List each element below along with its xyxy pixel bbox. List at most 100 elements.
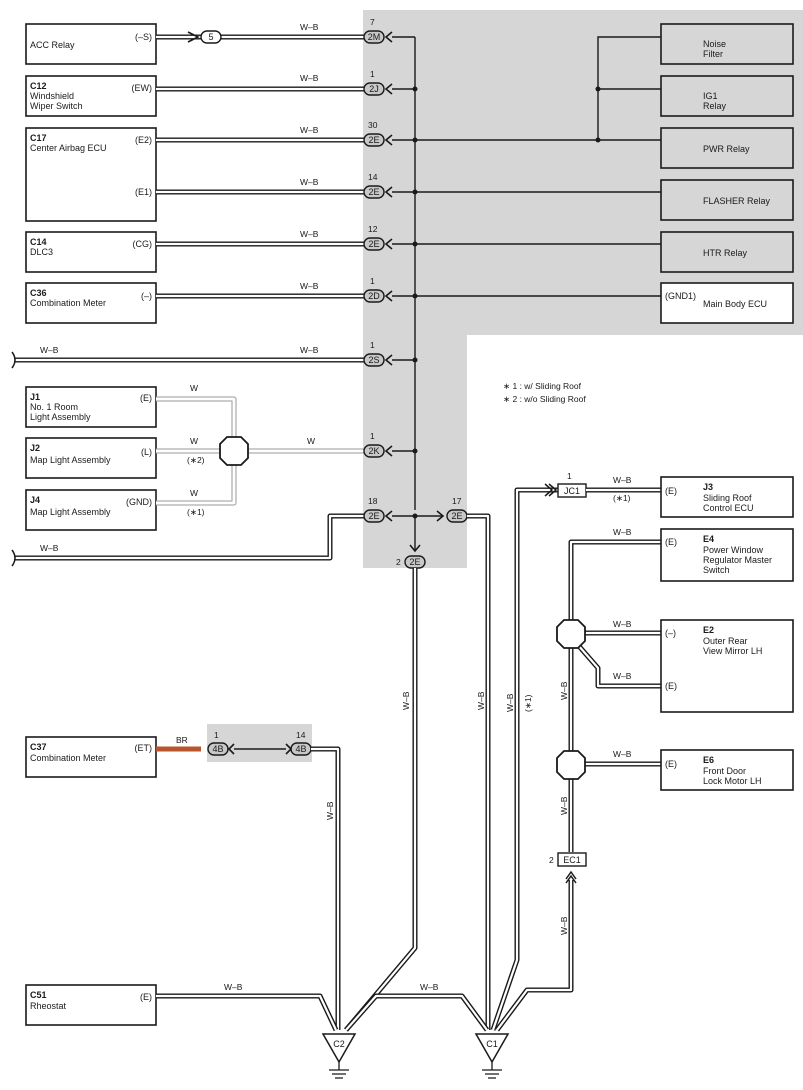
- j1-name2: Light Assembly: [30, 412, 91, 422]
- j4-box: J4 Map Light Assembly (GND): [25, 489, 157, 531]
- e2-pin2: (E): [665, 681, 677, 691]
- note-2: ∗ 2 : w/o Sliding Roof: [503, 394, 586, 404]
- conn-2e-2-pin: 2: [396, 557, 401, 567]
- j4-pin: (GND): [126, 497, 152, 507]
- j4-code: J4: [30, 495, 40, 505]
- j2-pin: (L): [141, 447, 152, 457]
- connector-arrow-icon: [187, 31, 200, 43]
- wl-7: W–B: [40, 345, 59, 355]
- c51-box: C51 Rheostat (E): [25, 984, 157, 1026]
- c14-pin: (CG): [133, 239, 153, 249]
- relay-tie-bus: [597, 36, 661, 140]
- e2-name1: Outer Rear: [703, 636, 748, 646]
- e6-pin: (E): [665, 759, 677, 769]
- wl-w3: W: [307, 436, 315, 446]
- conn-4b-1-label: 4B: [212, 744, 223, 754]
- wl-15: W–B: [613, 619, 632, 629]
- e2-pin1: (–): [665, 628, 676, 638]
- c12-name1: Windshield: [30, 91, 74, 101]
- wl-5: W–B: [300, 229, 319, 239]
- wl-14: W–B: [613, 527, 632, 537]
- pwr-relay-name: PWR Relay: [703, 144, 750, 154]
- conn-2e-18-pin: 18: [368, 496, 378, 506]
- wl-9: W–B: [40, 543, 59, 553]
- wl-6: W–B: [300, 281, 319, 291]
- e6-name1: Front Door: [703, 766, 746, 776]
- conn-2e-17-pin: 17: [452, 496, 462, 506]
- conn-2s-pin: 1: [370, 340, 375, 350]
- wire-labels: W–B W–B W–B W–B W–B W–B W–B W–B W–B W W …: [40, 22, 319, 553]
- c37-pin: (ET): [135, 743, 153, 753]
- ground-icon: [329, 1062, 349, 1079]
- wl-w1: W: [190, 383, 198, 393]
- conn-2e-12-pin: 12: [368, 224, 378, 234]
- connector-arrow-icon: [544, 483, 558, 497]
- j3-note: (∗1): [613, 493, 631, 503]
- conn-2m-pin: 7: [370, 17, 375, 27]
- white-wires: [156, 396, 372, 506]
- conn-2e-14-label: 2E: [368, 187, 379, 197]
- noise-filter-name2: Filter: [703, 49, 723, 59]
- conn-2m-label: 2M: [368, 32, 381, 42]
- c12-code: C12: [30, 81, 47, 91]
- e4-box: (E) E4 Power Window Regulator Master Swi…: [660, 528, 794, 582]
- e6-box: (E) E6 Front Door Lock Motor LH: [660, 749, 794, 791]
- wl-w2: W: [190, 436, 198, 446]
- e4-code: E4: [703, 534, 714, 544]
- bus-arrows: [384, 31, 445, 553]
- j1-name1: No. 1 Room: [30, 402, 78, 412]
- e4-name2: Regulator Master: [703, 555, 772, 565]
- j1-pin: (E): [140, 393, 152, 403]
- c51-code: C51: [30, 990, 47, 1000]
- flasher-relay-box: FLASHER Relay: [660, 179, 794, 221]
- wl-23: W–B: [420, 982, 439, 992]
- j3-code: J3: [703, 482, 713, 492]
- c17-code: C17: [30, 133, 47, 143]
- e4-name3: Switch: [703, 565, 730, 575]
- wl-3: W–B: [300, 125, 319, 135]
- j3-pin: (E): [665, 486, 677, 496]
- e2-code: E2: [703, 625, 714, 635]
- pwr-relay-box: PWR Relay: [660, 127, 794, 169]
- splice-point-e6: [556, 750, 586, 780]
- htr-relay-box: HTR Relay: [660, 231, 794, 273]
- ground-c2-label: C2: [333, 1039, 345, 1049]
- conn-2d-label: 2D: [368, 291, 380, 301]
- wl-10: W–B: [401, 691, 411, 710]
- conn-2e-2-label: 2E: [409, 557, 420, 567]
- j1-code: J1: [30, 392, 40, 402]
- j3-name1: Sliding Roof: [703, 493, 752, 503]
- j4-name1: Map Light Assembly: [30, 507, 111, 517]
- connector-arrow-icon: [565, 870, 577, 884]
- c51-pin: (E): [140, 992, 152, 1002]
- wire-break-icon: [11, 549, 16, 567]
- note-1: ∗ 1 : w/ Sliding Roof: [503, 381, 582, 391]
- wl-11: W–B: [476, 691, 486, 710]
- j3-box: (E) J3 Sliding Roof Control ECU: [660, 476, 794, 518]
- e4-name1: Power Window: [703, 545, 764, 555]
- c14-code: C14: [30, 237, 47, 247]
- wl-12: W–B: [505, 693, 515, 712]
- e4-pin: (E): [665, 537, 677, 547]
- c36-name1: Combination Meter: [30, 298, 106, 308]
- c17-name1: Center Airbag ECU: [30, 143, 107, 153]
- conn-2e-18-label: 2E: [368, 511, 379, 521]
- conn-2k-pin: 1: [370, 431, 375, 441]
- connector-arrow-icon: [227, 743, 293, 755]
- ig1-relay-name2: Relay: [703, 101, 727, 111]
- c17-pin1: (E2): [135, 135, 152, 145]
- sr-note-vert: (∗1): [523, 694, 533, 712]
- main-body-ecu-box: (GND1) Main Body ECU: [660, 282, 794, 324]
- wl-19: W–B: [559, 796, 569, 815]
- j2-note: (∗2): [187, 455, 205, 465]
- splice-point-e2: [556, 619, 586, 649]
- c12-name2: Wiper Switch: [30, 101, 83, 111]
- bus-links: [415, 139, 661, 297]
- e6-name2: Lock Motor LH: [703, 776, 762, 786]
- ec1-label: EC1: [563, 855, 581, 865]
- c51-name1: Rheostat: [30, 1001, 67, 1011]
- jc1-pin: 1: [567, 471, 572, 481]
- acc-relay-box: ACC Relay (–S): [25, 23, 157, 65]
- noise-filter-box: Noise Filter: [660, 23, 794, 65]
